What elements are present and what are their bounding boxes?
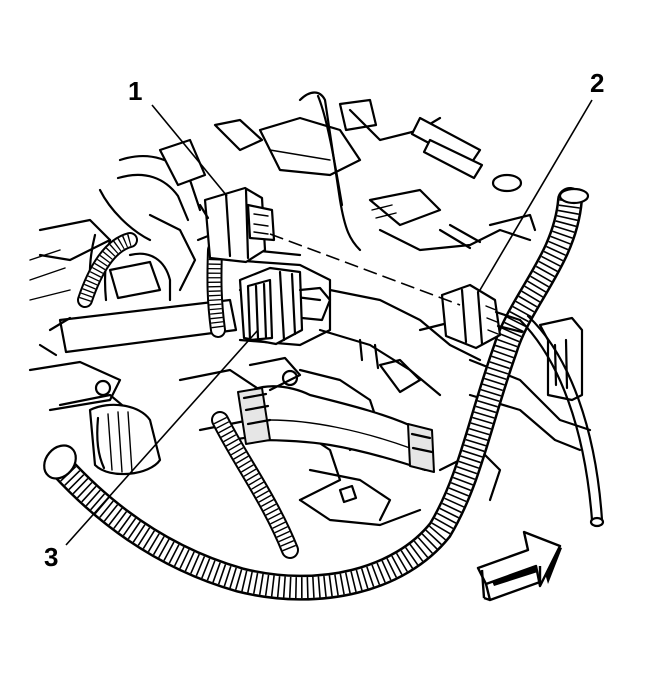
callout-label-2: 2 (590, 68, 604, 98)
wiring-harness-conduit (43, 187, 605, 601)
callout-label-3: 3 (44, 542, 58, 572)
callout-leaders (65, 99, 593, 546)
coolant-hose (237, 356, 435, 473)
connector-2 (440, 283, 524, 350)
leader-line-1 (151, 104, 228, 197)
view-direction-arrow-icon (476, 530, 562, 602)
engine-background (28, 91, 592, 527)
connector-1 (196, 186, 276, 264)
leader-line-2 (479, 99, 593, 291)
connector-3 (238, 266, 332, 346)
leader-line-1-ext (269, 233, 461, 306)
leader-line-3 (65, 329, 259, 546)
left-lower-pipe (88, 403, 162, 476)
callout-label-1: 1 (128, 76, 142, 106)
